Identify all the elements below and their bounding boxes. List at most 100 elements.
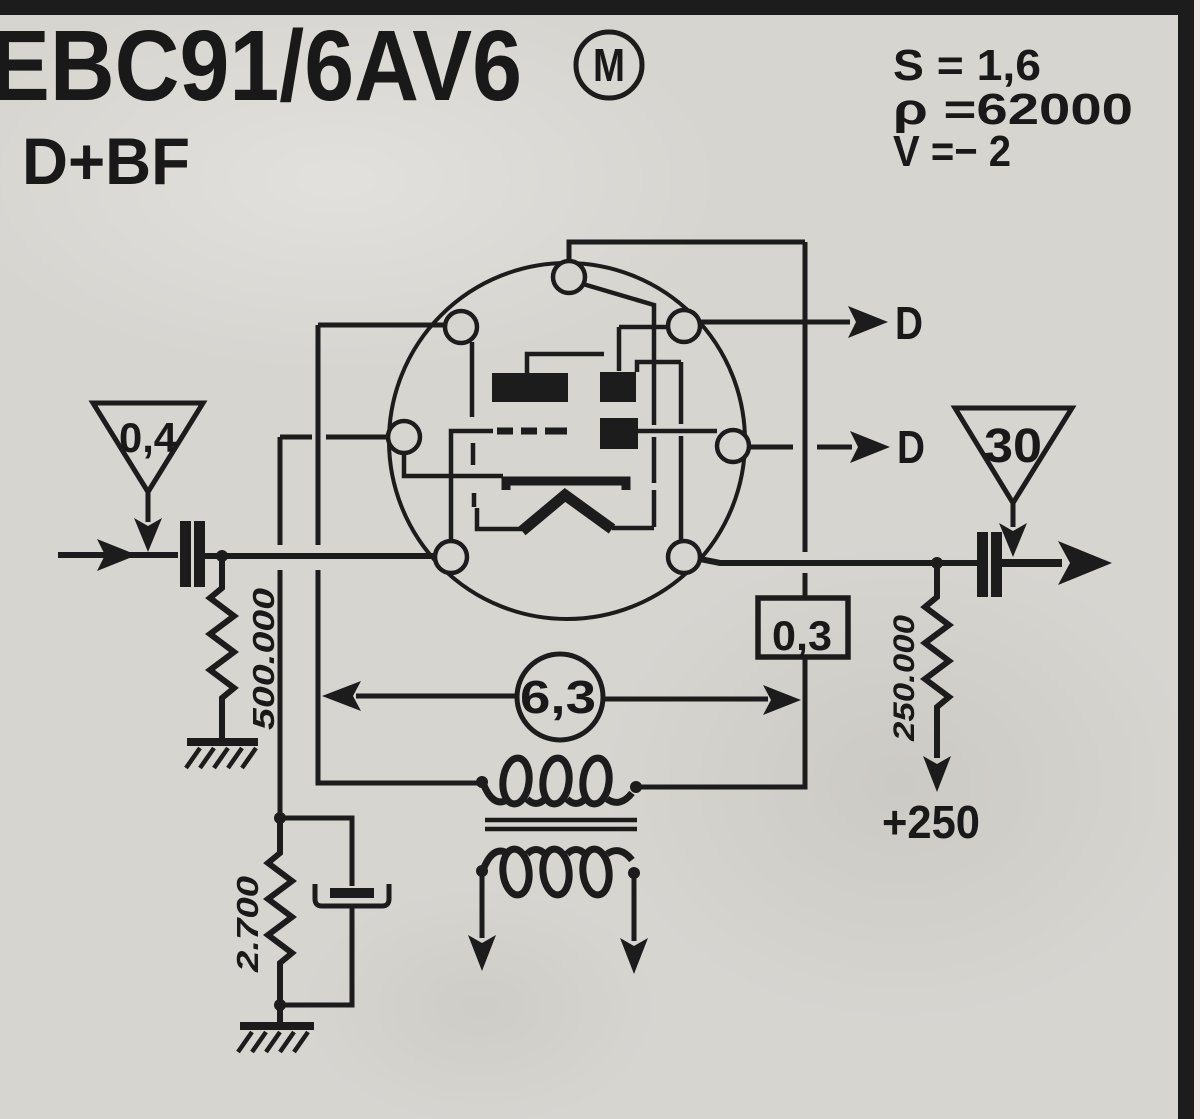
junction-dot — [630, 781, 642, 793]
bypass-cap-branch-wire — [280, 815, 355, 1008]
diode-2-label: D — [897, 421, 925, 473]
down-arrow-icon — [999, 523, 1027, 557]
header: EBC91/6AV6 M D+BF S = 1,6 ρ =62000 V =− … — [0, 10, 1133, 198]
primary-coil-loop — [499, 754, 533, 808]
plate-load-value: 250.000 — [888, 615, 921, 743]
output-triangle — [950, 405, 1077, 508]
plate-load-zigzag — [920, 563, 954, 758]
primary-coil-base — [479, 781, 635, 807]
output-level-indicator: 30 — [950, 405, 1077, 557]
tube-pin-upper-right — [665, 307, 703, 345]
output-cap-plate-right — [991, 532, 1002, 597]
cathode-resistor-value: 2.700 — [230, 876, 265, 973]
secondary-coil-loop — [499, 845, 533, 899]
spec-block: S = 1,6 ρ =62000 V =− 2 — [893, 41, 1133, 176]
spec-plate-resistance: ρ =62000 — [893, 85, 1133, 134]
transformer-primary — [476, 754, 642, 808]
rail-left — [315, 322, 482, 786]
diode-plate-1-lead — [616, 324, 668, 371]
transformer-core — [485, 817, 637, 832]
input-cap-plate-right — [194, 521, 205, 587]
diode-plate-large — [492, 373, 568, 402]
output-level-value: 30 — [984, 420, 1042, 473]
input-signal-line — [58, 521, 435, 587]
output-cap-plate-left — [977, 532, 988, 597]
diode-plate-2 — [600, 418, 638, 449]
right-arrow-icon — [848, 306, 888, 338]
diode-plate-1 — [600, 372, 636, 402]
right-border-bar — [1178, 0, 1194, 1119]
bypass-cap-curved-plate — [312, 884, 392, 909]
heater-voltage-value: 6,3 — [520, 671, 596, 723]
tube-socket — [385, 258, 752, 621]
plate-rail-right — [566, 239, 808, 790]
input-arrow-icon — [97, 539, 137, 571]
anode-lead-to-top-pin — [582, 281, 657, 531]
tube-pin-lower-left — [432, 538, 470, 576]
secondary-coil-base — [479, 846, 635, 872]
bypass-cap-plate — [330, 888, 374, 898]
heater-indicator: 6,3 — [322, 651, 801, 743]
spec-transconductance: S = 1,6 — [893, 41, 1041, 90]
cathode-bar — [501, 476, 631, 490]
input-triangle — [88, 400, 208, 497]
diode-1-label: D — [895, 297, 923, 349]
output-signal-line — [699, 532, 1112, 597]
grid-lead — [448, 428, 493, 541]
down-arrow-icon — [468, 935, 496, 971]
ground-hatch-icon — [236, 1030, 310, 1054]
down-arrow-icon — [620, 938, 648, 974]
shield-bridge-lead — [634, 359, 684, 541]
plate-current-value: 0,3 — [772, 612, 832, 659]
brand-badge-letter: M — [593, 39, 625, 91]
grid-resistor-zigzag — [205, 556, 239, 740]
heater-left-lead — [469, 342, 522, 532]
diode-output-2: D — [749, 421, 925, 473]
plate-current-box — [755, 595, 851, 660]
down-arrow-icon — [134, 518, 162, 552]
input-cap-plate-left — [180, 521, 191, 587]
tube-title: EBC91/6AV6 — [0, 10, 522, 122]
anode-chevron — [518, 488, 616, 536]
down-arrow-icon — [923, 756, 951, 792]
secondary-coil-loop — [539, 845, 573, 899]
cathode-resistor-zigzag — [263, 818, 297, 1022]
plate-load-resistor: 250.000 +250 — [882, 563, 980, 848]
left-arrow-icon — [322, 681, 361, 711]
right-arrow-icon — [850, 431, 890, 463]
diode-plate-large-lead — [524, 351, 604, 373]
diode-output-1: D — [700, 297, 923, 349]
cathode-network: 2.700 — [230, 434, 392, 1054]
plate-output-wire — [699, 556, 977, 566]
brand-badge-circle — [573, 29, 645, 101]
grid-resistor-value: 500.000 — [246, 588, 281, 730]
tube-pin-top — [550, 258, 588, 296]
tube-function-label: D+BF — [22, 124, 190, 198]
cathode-lead — [401, 453, 503, 479]
tube-pin-mid-right — [714, 427, 752, 465]
secondary-coil-loop — [579, 845, 613, 899]
input-level-indicator: 0,4 — [88, 400, 208, 552]
grid-resistor: 500.000 — [184, 556, 281, 770]
ground-hatch-icon — [184, 746, 258, 770]
input-level-value: 0,4 — [119, 414, 178, 461]
primary-coil-loop — [539, 754, 573, 808]
cathode-wire — [277, 434, 388, 818]
spec-grid-voltage: V =− 2 — [893, 127, 1011, 176]
right-arrow-icon — [763, 685, 801, 715]
output-transformer — [468, 754, 648, 974]
top-border-bar — [0, 0, 1200, 15]
supply-voltage-label: +250 — [882, 796, 980, 848]
plate-circuit: 0,3 — [315, 239, 851, 790]
tube-pin-mid-left — [385, 418, 423, 456]
primary-coil-loop — [579, 754, 613, 808]
output-arrow-icon — [1058, 541, 1112, 585]
tube-pin-lower-right — [665, 538, 703, 576]
right-edge-sliver — [1194, 0, 1200, 1119]
tube-pin-upper-left — [442, 308, 480, 346]
heater-voltage-circle — [514, 651, 606, 743]
junction-dot — [274, 999, 286, 1011]
